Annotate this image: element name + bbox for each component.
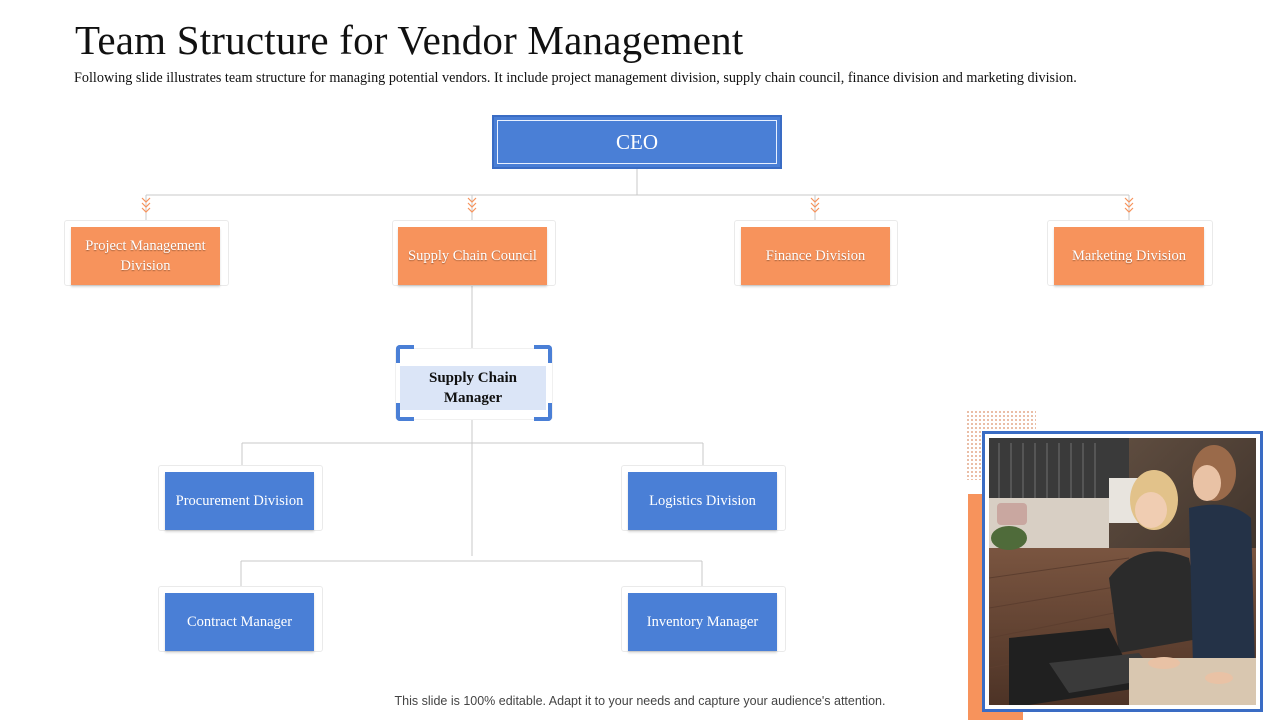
division-supply-chain-council: Supply Chain Council — [398, 227, 547, 285]
bracket-top-right — [534, 345, 552, 363]
division-finance: Finance Division — [741, 227, 890, 285]
division-marketing: Marketing Division — [1054, 227, 1204, 285]
arrow-markers — [141, 197, 1134, 213]
slide-subtitle: Following slide illustrates team structu… — [74, 70, 1077, 86]
supply-chain-manager-box: Supply Chain Manager — [400, 366, 546, 410]
contract-manager-box: Contract Manager — [165, 593, 314, 651]
photo-frame — [982, 431, 1263, 712]
sub-division-procurement: Procurement Division — [165, 472, 314, 530]
slide-footer: This slide is 100% editable. Adapt it to… — [394, 694, 886, 708]
division-project-management: Project Management Division — [71, 227, 220, 285]
sub-division-logistics: Logistics Division — [628, 472, 777, 530]
bracket-bottom-left — [396, 403, 414, 421]
slide-title: Team Structure for Vendor Management — [75, 17, 744, 63]
ceo-label: CEO — [497, 120, 777, 164]
office-photo — [989, 438, 1256, 705]
inventory-manager-box: Inventory Manager — [628, 593, 777, 651]
office-photo-illustration — [989, 438, 1256, 705]
ceo-box: CEO — [492, 115, 782, 169]
bracket-top-left — [396, 345, 414, 363]
bracket-bottom-right — [534, 403, 552, 421]
